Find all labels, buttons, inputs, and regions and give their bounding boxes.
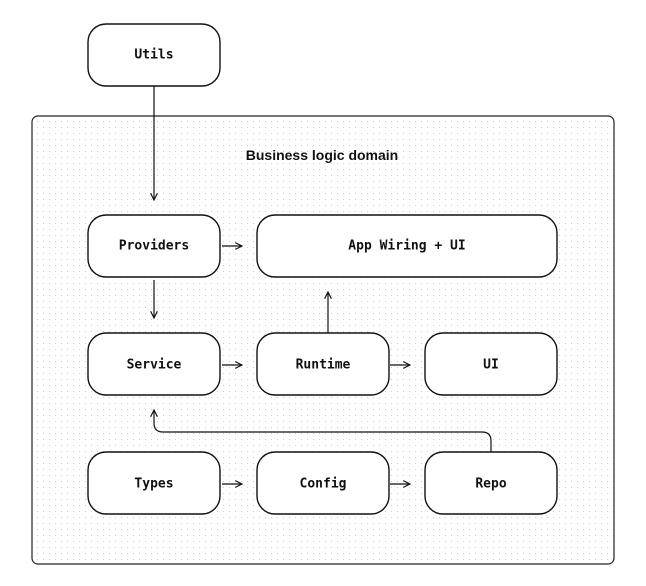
node-repo-label: Repo: [475, 477, 506, 492]
node-runtime: Runtime: [256, 332, 390, 396]
node-types: Types: [87, 451, 221, 515]
node-utils: Utils: [87, 23, 221, 87]
node-service-label: Service: [127, 358, 182, 373]
node-types-label: Types: [134, 477, 173, 492]
node-config-label: Config: [300, 477, 347, 492]
node-providers-label: Providers: [119, 239, 189, 254]
node-app-wiring: App Wiring + UI: [256, 214, 558, 278]
node-ui: UI: [424, 332, 558, 396]
node-utils-label: Utils: [134, 48, 173, 63]
node-providers: Providers: [87, 214, 221, 278]
node-repo: Repo: [424, 451, 558, 515]
node-app-wiring-label: App Wiring + UI: [348, 239, 465, 254]
domain-title: Business logic domain: [246, 147, 398, 163]
edges: [154, 86, 492, 484]
node-ui-label: UI: [483, 358, 499, 373]
edge-repo-service: [154, 410, 492, 452]
node-config: Config: [256, 451, 390, 515]
node-runtime-label: Runtime: [296, 358, 351, 373]
node-service: Service: [87, 332, 221, 396]
